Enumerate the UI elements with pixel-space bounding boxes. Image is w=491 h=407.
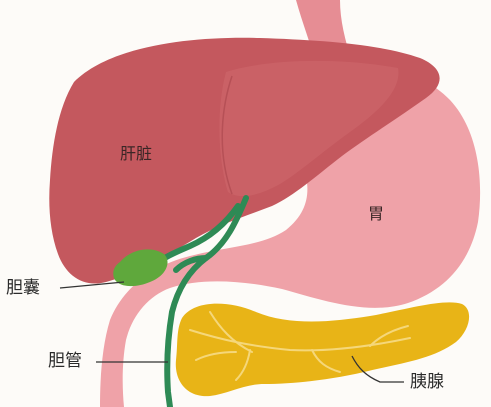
stomach-label: 胃 <box>368 206 384 222</box>
liver-label: 肝脏 <box>120 146 152 162</box>
gallbladder-label: 胆囊 <box>6 280 40 297</box>
bile-duct-label: 胆管 <box>48 353 82 370</box>
pancreas-label: 胰腺 <box>410 374 444 391</box>
